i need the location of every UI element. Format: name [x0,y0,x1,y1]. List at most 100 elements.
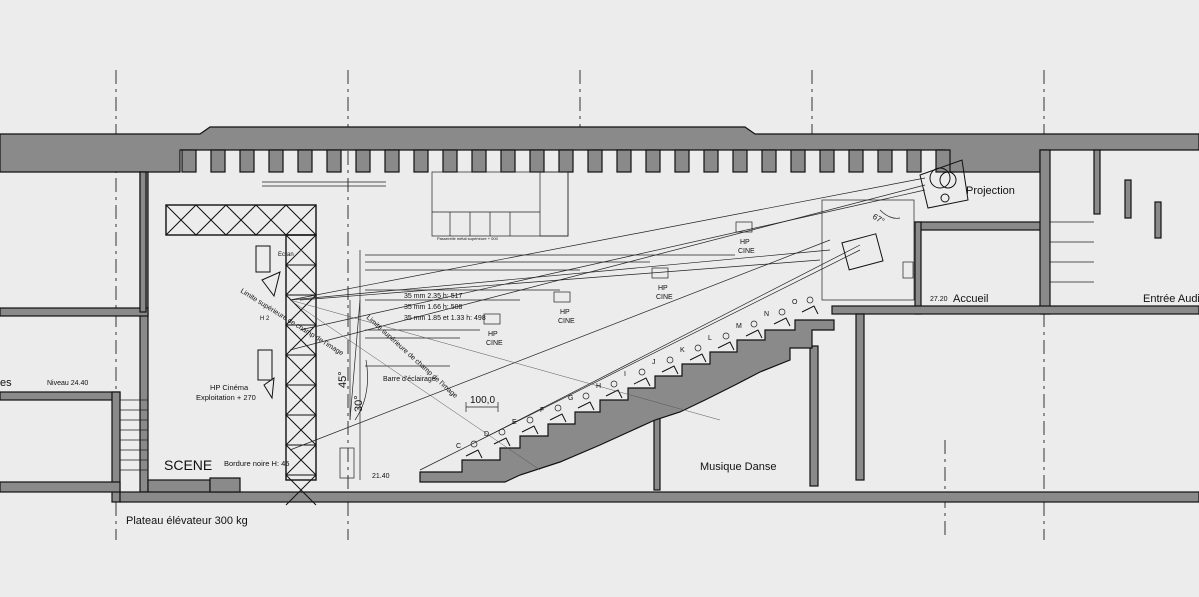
roof-rib [558,149,574,173]
seat-head [806,296,814,304]
seat-glyph [773,317,791,327]
row-letter: O [792,299,798,306]
seat-glyph [801,305,819,315]
angle-45: 45° [337,371,349,388]
roof-rib [529,149,545,173]
roof-rib [355,149,371,173]
seat-glyph [633,377,651,387]
roof-rib [732,149,748,173]
seat-head [582,392,590,400]
angle-30: 30° [353,395,365,412]
seat-glyph [605,389,623,399]
angle-67: 67° [871,212,886,226]
accueil-label: Accueil [953,293,988,305]
roof-rib [413,149,429,173]
roof-rib [297,149,313,173]
plateau-label: Plateau élévateur 300 kg [126,515,248,527]
level-2720: 27.20 [930,296,948,303]
roof-rib [268,149,284,173]
entree-label: Entrée Audit [1143,293,1199,305]
roof-rib [703,149,719,173]
seat-glyph [549,413,567,423]
roof-rib [674,149,690,173]
roof-rib [181,149,197,173]
side-stairs [120,399,148,471]
row-letter: F [540,407,544,414]
catwalk [431,171,569,237]
sight-lines [289,177,926,471]
seat-head [610,380,618,388]
roof-rib [616,149,632,173]
seat-glyph [465,449,483,459]
seat-glyph [493,437,511,447]
roof-slab [0,126,1199,173]
cine-label-1: CINE [738,248,755,255]
format-1: 35 mm 2.35 h: 517 [404,293,462,300]
seat-head [666,356,674,364]
row-letter: M [736,323,742,330]
speaker-markers [483,221,753,325]
roof-rib [790,149,806,173]
roof-rib [210,149,226,173]
seat-head [722,332,730,340]
ecran-label: Ecran [278,252,294,258]
row-letter: D [484,431,489,438]
seat-head [694,344,702,352]
seat-glyph [661,365,679,375]
roof-rib [239,149,255,173]
limite-label-2: Limite supérieure de champ de l'image [365,314,459,400]
stage-walls [0,171,1199,503]
roof-rib [645,149,661,173]
roof-rib [935,149,951,173]
roof-rib [500,149,516,173]
roof-rib [761,149,777,173]
row-letter: G [568,395,573,402]
roof-rib [819,149,835,173]
niveau-label: Niveau 24.40 [47,380,88,387]
seat-head [778,308,786,316]
row-letters: C D E F G H I J K L M N O [456,299,798,450]
h2-label: H 2 [260,316,270,322]
format-3: 35 mm 1.85 et 1.33 h: 498 [404,315,486,322]
right-rooms [653,149,1199,491]
row-letter: N [764,311,769,318]
hp-label-4: HP [488,331,498,338]
row-letter: J [652,359,656,366]
roof-rib [848,149,864,173]
hp-label-3: HP [560,309,570,316]
seat-glyph [577,401,595,411]
cine-label-4: CINE [486,340,503,347]
row-letter: H [596,383,601,390]
hp-cine-labels: HP CINE HP CINE HP CINE HP CINE [486,239,755,347]
seat-head [526,416,534,424]
row-letter: C [456,443,461,450]
limite-label-1: Limite supérieure de champ de l'image [239,288,345,358]
scene-label: SCENE [164,457,212,473]
row-letter: I [624,371,626,378]
row-letter: E [512,419,517,426]
stage-equipment [255,181,386,480]
level-2140: 21.40 [372,473,390,480]
seat-glyph [521,425,539,435]
roof-rib [326,149,342,173]
bordure-label: Bordure noire H: 45 [224,459,289,468]
row-letter: L [708,335,712,342]
seat-head [554,404,562,412]
hp-cinema-label: HP Cinéma [210,383,249,392]
barre-label: Barre d'éclairage [383,376,436,383]
seat-glyph [689,353,707,363]
cine-label-2: CINE [656,294,673,301]
row-letter: K [680,347,685,354]
dimension-100 [465,402,499,412]
format-2: 35 mm 1.66 h: 508 [404,304,462,311]
exploitation-label: Exploitation + 270 [196,393,256,402]
seat-head [638,368,646,376]
seat-head [470,440,478,448]
lighting-truss [165,204,317,506]
acoustic-ceiling [365,254,735,367]
seat-rows [465,296,819,459]
es-label: es [0,377,12,389]
roof-rib [906,149,922,173]
roof-rib [877,149,893,173]
